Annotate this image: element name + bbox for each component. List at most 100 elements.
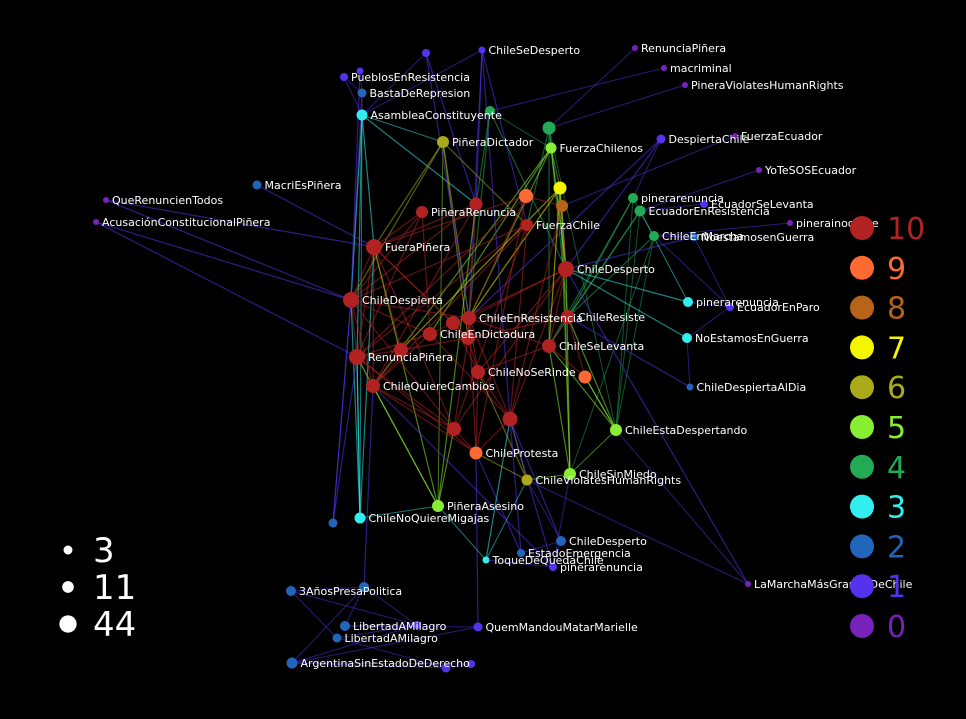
- graph-node: [432, 500, 444, 512]
- graph-node: [356, 67, 364, 75]
- edge: [350, 224, 528, 301]
- graph-node: [578, 370, 592, 384]
- graph-node: [473, 622, 483, 632]
- edge: [475, 418, 511, 454]
- node-label: PiñeraDictador: [452, 136, 534, 149]
- graph-node: [556, 200, 568, 212]
- edge: [373, 203, 477, 248]
- color-legend-swatch: [850, 534, 874, 559]
- edge: [291, 662, 447, 669]
- edge: [475, 371, 479, 454]
- edge: [468, 49, 483, 319]
- edge: [350, 141, 444, 301]
- edge: [687, 301, 731, 308]
- graph-node: [467, 660, 475, 668]
- edge: [584, 376, 617, 431]
- node-label: pinerarenuncia: [696, 296, 779, 309]
- edge: [565, 236, 695, 270]
- graph-node: [356, 109, 368, 121]
- graph-node: [545, 142, 557, 154]
- edge: [373, 246, 439, 507]
- node-label: PiñeraRenuncia: [431, 206, 516, 219]
- edge: [350, 246, 375, 301]
- edge: [291, 626, 479, 664]
- graph-node: [683, 297, 693, 307]
- color-legend-swatch: [850, 295, 874, 320]
- graph-node: [446, 316, 460, 330]
- edge: [475, 452, 479, 628]
- edge: [400, 337, 469, 351]
- edge: [372, 385, 455, 430]
- node-label: PueblosEnResistencia: [351, 71, 470, 84]
- edge: [437, 505, 487, 561]
- edge: [356, 356, 455, 430]
- edge: [453, 224, 528, 430]
- edge: [350, 211, 423, 301]
- graph-node: [93, 219, 99, 225]
- graph-node: [328, 518, 338, 528]
- edge: [350, 299, 455, 430]
- edge: [509, 224, 528, 420]
- edge: [361, 114, 375, 248]
- color-legend-swatch: [850, 375, 874, 400]
- graph-node: [756, 167, 762, 173]
- graph-node: [482, 556, 490, 564]
- edge: [639, 210, 689, 303]
- color-legend-swatch: [850, 454, 874, 479]
- node-label: AcusaciónConstitucionalPiñera: [102, 216, 270, 229]
- graph-node: [564, 468, 576, 480]
- node-label: macriminal: [670, 62, 732, 75]
- edge: [653, 222, 791, 237]
- graph-node: [366, 239, 382, 255]
- graph-node: [359, 582, 369, 592]
- color-legend-label: 3: [887, 491, 906, 526]
- graph-node: [413, 621, 421, 629]
- graph-node: [549, 563, 557, 571]
- edge: [468, 317, 479, 373]
- edge: [509, 418, 522, 554]
- edge: [442, 141, 528, 226]
- edge: [372, 385, 554, 568]
- edge: [291, 586, 365, 664]
- graph-node: [632, 45, 638, 51]
- graph-node: [340, 73, 348, 81]
- edge: [509, 268, 567, 420]
- graph-node: [656, 134, 666, 144]
- node-label: FuerzaChilenos: [560, 142, 644, 155]
- edge: [639, 203, 705, 212]
- node-label: FuerzaEcuador: [741, 130, 823, 143]
- node-label: AsambleaConstituyente: [371, 109, 503, 122]
- node-label: ChileNoQuiereMigajas: [369, 512, 490, 525]
- node-label: ChileDesperto: [577, 263, 655, 276]
- edge: [437, 428, 455, 507]
- edge: [350, 299, 374, 387]
- edge: [421, 211, 431, 335]
- graph-node: [441, 663, 451, 673]
- edge: [373, 211, 423, 248]
- edge: [429, 333, 511, 420]
- edge: [359, 114, 363, 519]
- graph-node: [485, 106, 495, 116]
- node-label: ChileSeLevanta: [559, 340, 644, 353]
- edge: [477, 268, 567, 373]
- color-legend-label: 4: [887, 451, 906, 486]
- graph-node: [787, 220, 793, 226]
- color-legend-label: 2: [887, 530, 906, 565]
- node-label: QuemMandouMatarMarielle: [486, 621, 638, 634]
- graph-node: [686, 383, 694, 391]
- graph-node: [556, 536, 566, 546]
- size-legend-label: 3: [93, 531, 115, 571]
- edge: [350, 70, 361, 301]
- edge: [468, 317, 550, 347]
- edge: [291, 662, 472, 665]
- graph-node: [682, 82, 688, 88]
- edge: [632, 138, 662, 199]
- edge: [565, 138, 662, 270]
- graph-node: [690, 233, 698, 241]
- edge: [615, 235, 655, 431]
- color-legend-label: 9: [887, 252, 906, 287]
- edge: [565, 268, 571, 475]
- edge: [686, 337, 691, 388]
